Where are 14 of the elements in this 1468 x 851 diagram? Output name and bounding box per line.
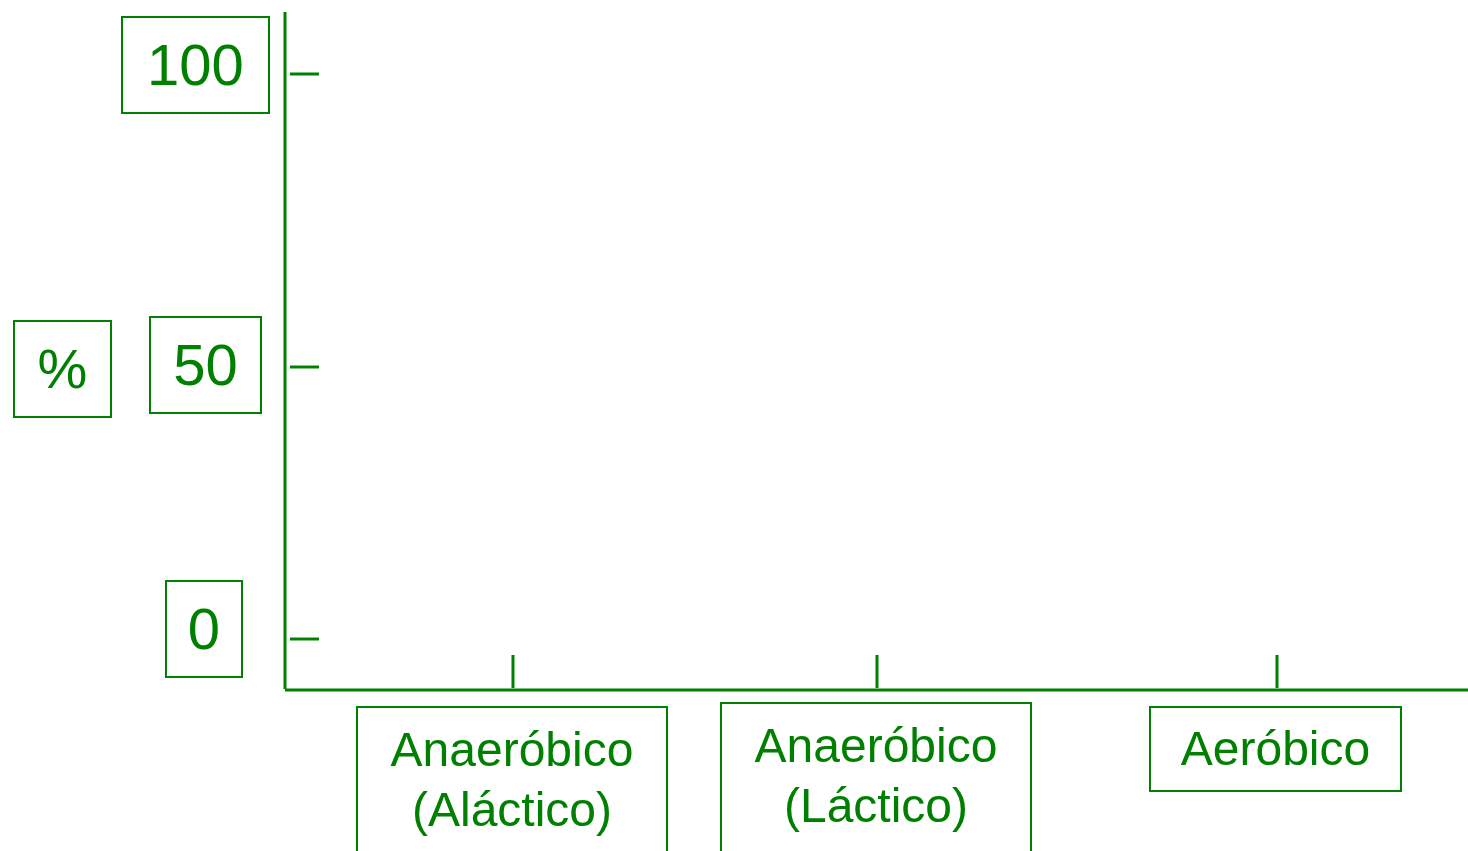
label-box	[149, 316, 262, 414]
label-box	[1149, 706, 1402, 792]
label-box	[165, 580, 243, 678]
label-box	[720, 702, 1032, 851]
axis-label: Aeróbico	[1180, 721, 1371, 777]
axis-label: 0	[187, 594, 221, 663]
axis-label: Anaeróbico (Aláctico)	[389, 722, 635, 838]
axis-label: 100	[147, 30, 244, 99]
axis-label: 50	[173, 330, 238, 399]
label-box	[356, 706, 668, 851]
label-box	[13, 320, 112, 418]
axis-label: %	[37, 336, 88, 402]
axis-label: Anaeróbico (Láctico)	[753, 718, 999, 834]
label-box	[121, 16, 270, 114]
